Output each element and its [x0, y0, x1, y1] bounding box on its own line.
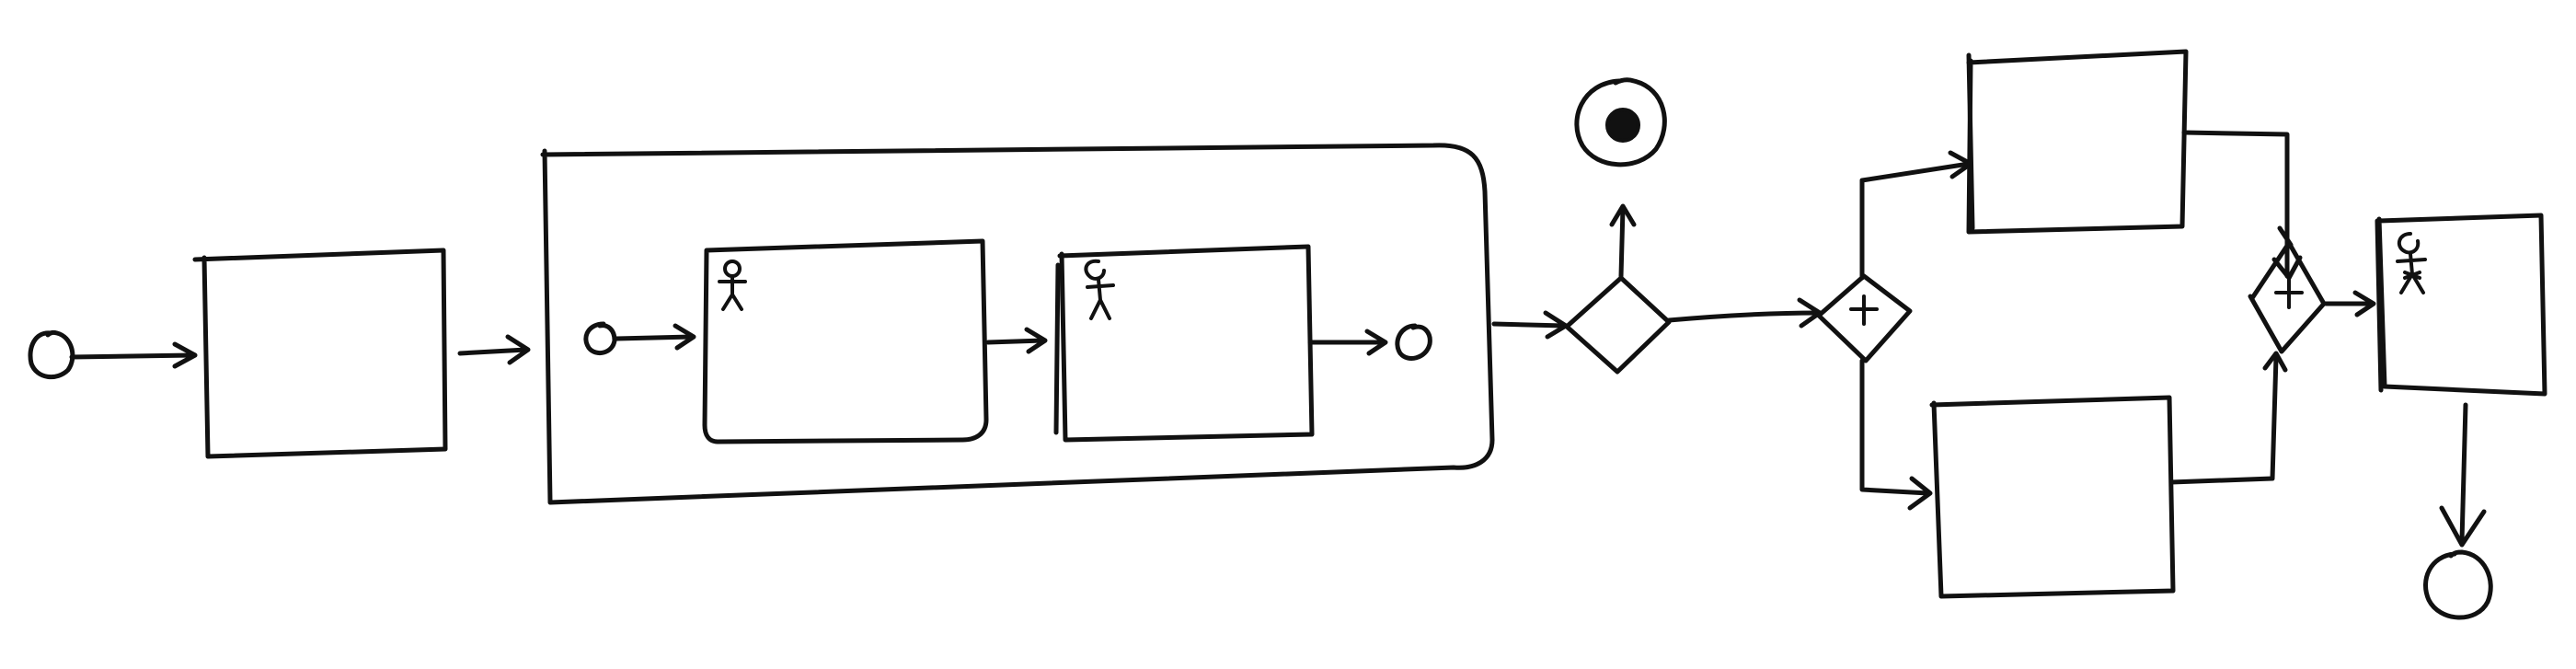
person-icon: [718, 260, 747, 311]
sequence-flow[interactable]: [69, 341, 198, 369]
person-icon: [1084, 259, 1115, 320]
person-icon: [2396, 232, 2427, 294]
subprocess[interactable]: [540, 143, 1495, 505]
user-task-2[interactable]: [1053, 244, 1315, 443]
sequence-flow[interactable]: [2168, 351, 2288, 485]
task-1[interactable]: [192, 248, 448, 459]
sequence-flow[interactable]: [985, 327, 1048, 354]
sub-end-event[interactable]: [1395, 323, 1432, 361]
sequence-flow[interactable]: [457, 334, 531, 365]
parallel-split-gateway[interactable]: [1815, 273, 1913, 363]
sequence-flow[interactable]: [1859, 358, 1933, 511]
sequence-flow[interactable]: [1859, 150, 1973, 281]
sequence-flow[interactable]: [2439, 402, 2487, 548]
sequence-flow[interactable]: [614, 323, 696, 351]
sequence-flow[interactable]: [1609, 203, 1637, 279]
parallel-join-gateway[interactable]: [2248, 225, 2327, 354]
exclusive-gateway[interactable]: [1563, 275, 1672, 375]
sequence-flow[interactable]: [1491, 310, 1569, 340]
task-bottom[interactable]: [1929, 395, 2176, 599]
sequence-flow[interactable]: [1307, 329, 1388, 356]
start-event[interactable]: [28, 329, 75, 380]
end-event[interactable]: [2423, 549, 2493, 620]
sequence-flow[interactable]: [1666, 297, 1823, 329]
sub-start-event[interactable]: [583, 321, 617, 356]
task-top[interactable]: [1966, 49, 2189, 235]
sequence-flow[interactable]: [2323, 290, 2376, 317]
user-task-3[interactable]: [2375, 213, 2547, 397]
terminate-end-event[interactable]: [1574, 77, 1667, 167]
user-task-1[interactable]: [702, 238, 989, 444]
